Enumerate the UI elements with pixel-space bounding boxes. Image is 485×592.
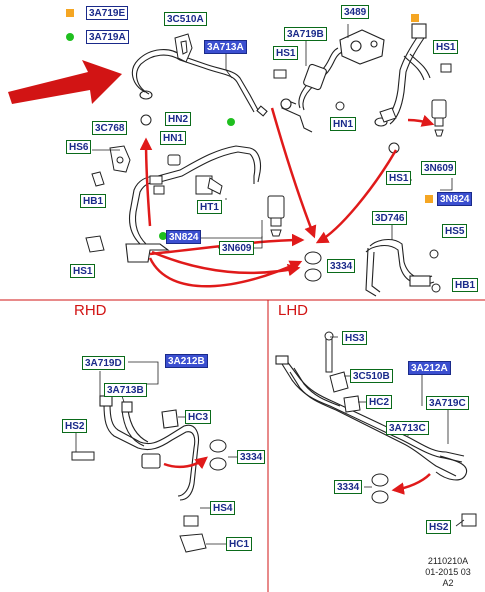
callout-hs1-b: HS1 — [433, 40, 459, 54]
callout-3c510a: 3C510A — [164, 12, 207, 26]
rhd-red-arrow — [163, 456, 208, 470]
drawing-revision: A2 — [442, 578, 454, 588]
callout-3a719d: 3A719D — [82, 356, 125, 370]
legend-dot-label: 3A719A — [86, 30, 129, 44]
callout-3489: 3489 — [341, 5, 370, 19]
legend-dot-icon — [66, 33, 74, 41]
small-parts-right — [273, 63, 452, 293]
hose-3a719b — [280, 47, 343, 133]
callout-3n609-b: 3N609 — [421, 161, 457, 175]
callout-3a713c: 3A713C — [386, 421, 429, 435]
callout-hn1-b: HN1 — [160, 131, 187, 145]
orange-marker-1 — [411, 14, 419, 22]
callout-hs1-a: HS1 — [273, 46, 299, 60]
rhd-title: RHD — [74, 302, 107, 319]
small-parts-left — [85, 114, 181, 253]
callout-ht1: HT1 — [197, 200, 222, 214]
sensor-right — [431, 99, 447, 137]
callout-3334-lhd: 3334 — [334, 480, 363, 494]
drawing-reference: 2110210A 01-2015 03 A2 — [414, 556, 482, 589]
callout-hc2: HC2 — [366, 395, 393, 409]
hose-3a713a — [131, 49, 268, 117]
legend-square-label: 3A719E — [86, 6, 129, 20]
clip-3c510a — [174, 33, 193, 63]
lhd-red-arrow — [391, 473, 431, 495]
callout-3a713a: 3A713A — [204, 40, 247, 54]
callout-hc3: HC3 — [185, 410, 212, 424]
rhd-leader-lines — [75, 361, 238, 545]
callout-3n824-b: 3N824 — [437, 192, 473, 206]
red-arrows-top — [139, 107, 435, 288]
callout-hs6: HS6 — [66, 140, 92, 154]
callout-3334-top: 3334 — [327, 259, 356, 273]
drawing-date: 01-2015 03 — [425, 567, 471, 577]
legend-square-icon — [66, 9, 74, 17]
coupling-3489 — [339, 29, 385, 65]
callout-hb1-b: HB1 — [452, 278, 479, 292]
callout-3n609-a: 3N609 — [219, 241, 255, 255]
callout-hb1-a: HB1 — [80, 194, 107, 208]
hose-3d746 — [365, 238, 435, 297]
rhd-o-rings — [209, 439, 227, 471]
callout-hs1-c: HS1 — [70, 264, 96, 278]
green-marker-2 — [159, 232, 167, 240]
callout-3a212b: 3A212B — [165, 354, 208, 368]
rhd-small-parts — [71, 451, 207, 553]
callout-hs2-lhd: HS2 — [426, 520, 452, 534]
drawing-number: 2110210A — [427, 556, 469, 566]
rhd-hose-assembly — [99, 395, 200, 501]
callout-hs4: HS4 — [210, 501, 236, 515]
callout-hs2-rhd: HS2 — [62, 419, 88, 433]
callout-hs3: HS3 — [342, 331, 368, 345]
callout-hs1-d: HS1 — [386, 171, 412, 185]
callout-hn2: HN2 — [165, 112, 192, 126]
green-marker-1 — [227, 118, 235, 126]
sensor-middle — [267, 195, 285, 237]
callout-3n824-a: 3N824 — [166, 230, 202, 244]
callout-3a212a: 3A212A — [408, 361, 451, 375]
callout-3a719c: 3A719C — [426, 396, 469, 410]
lhd-title: LHD — [278, 302, 309, 319]
hose-middle — [125, 145, 262, 263]
callout-hc1: HC1 — [226, 537, 253, 551]
callout-3c768: 3C768 — [92, 121, 128, 135]
lhd-hose-assembly — [275, 355, 468, 481]
callout-3a719b: 3A719B — [284, 27, 327, 41]
callout-hs5: HS5 — [442, 224, 468, 238]
sensor-ht1 — [195, 175, 223, 195]
callout-3d746: 3D746 — [372, 211, 408, 225]
orange-marker-2 — [425, 195, 433, 203]
lhd-o-rings — [371, 473, 389, 504]
callout-3334-rhd: 3334 — [237, 450, 266, 464]
o-rings-top — [304, 251, 322, 282]
callout-3a713b: 3A713B — [104, 383, 147, 397]
large-red-pointer-arrow — [8, 60, 122, 104]
callout-3c510b: 3C510B — [350, 369, 393, 383]
lhd-small-parts — [324, 331, 477, 527]
callout-hn1-a: HN1 — [330, 117, 357, 131]
